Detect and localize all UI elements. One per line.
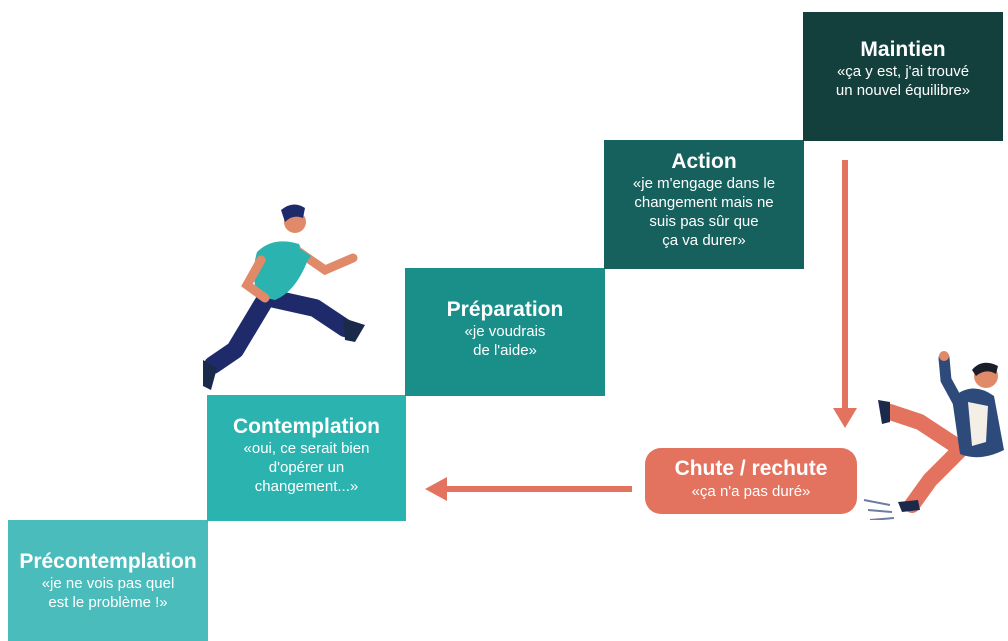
relapse-title: Chute / rechute: [674, 457, 828, 480]
stage-title: Préparation: [446, 298, 564, 321]
stage-quote-line: «je voudrais: [464, 323, 546, 340]
stage-quote-line: est le problème !»: [48, 594, 168, 611]
relapse-box: Chute / rechute «ça n'a pas duré»: [645, 448, 857, 514]
stage-quote-line: un nouvel équilibre»: [835, 82, 971, 99]
stage-title: Action: [671, 150, 737, 173]
stage-title: Contemplation: [233, 415, 380, 438]
stage-quote-line: changement...»: [254, 478, 359, 495]
stage-quote-line: «ça y est, j'ai trouvé: [836, 63, 970, 80]
left-arrow: [425, 477, 632, 501]
falling-person-icon: [863, 351, 1004, 520]
stage-action: Action «je m'engage dans le changement m…: [604, 140, 804, 269]
stage-quote-line: d'opérer un: [268, 459, 345, 476]
stage-quote-line: changement mais ne: [634, 194, 774, 211]
stage-contemplation: Contemplation «oui, ce serait bien d'opé…: [207, 395, 406, 521]
stage-quote-line: ça va durer»: [662, 232, 746, 249]
stage-quote-line: «je ne vois pas quel: [41, 575, 175, 592]
stage-title: Maintien: [860, 38, 946, 61]
stage-title: Précontemplation: [19, 550, 197, 573]
running-person-icon: [203, 204, 365, 390]
stage-quote-line: de l'aide»: [473, 342, 537, 359]
stage-precontemplation: Précontemplation «je ne vois pas quel es…: [8, 520, 208, 641]
stage-preparation: Préparation «je voudrais de l'aide»: [405, 268, 605, 396]
stage-maintien: Maintien «ça y est, j'ai trouvé un nouve…: [803, 12, 1003, 141]
relapse-quote: «ça n'a pas duré»: [691, 483, 811, 500]
stage-quote-line: suis pas sûr que: [649, 213, 759, 230]
stage-quote-line: «oui, ce serait bien: [243, 440, 370, 457]
down-arrow: [833, 160, 857, 428]
stage-quote-line: «je m'engage dans le: [632, 175, 776, 192]
